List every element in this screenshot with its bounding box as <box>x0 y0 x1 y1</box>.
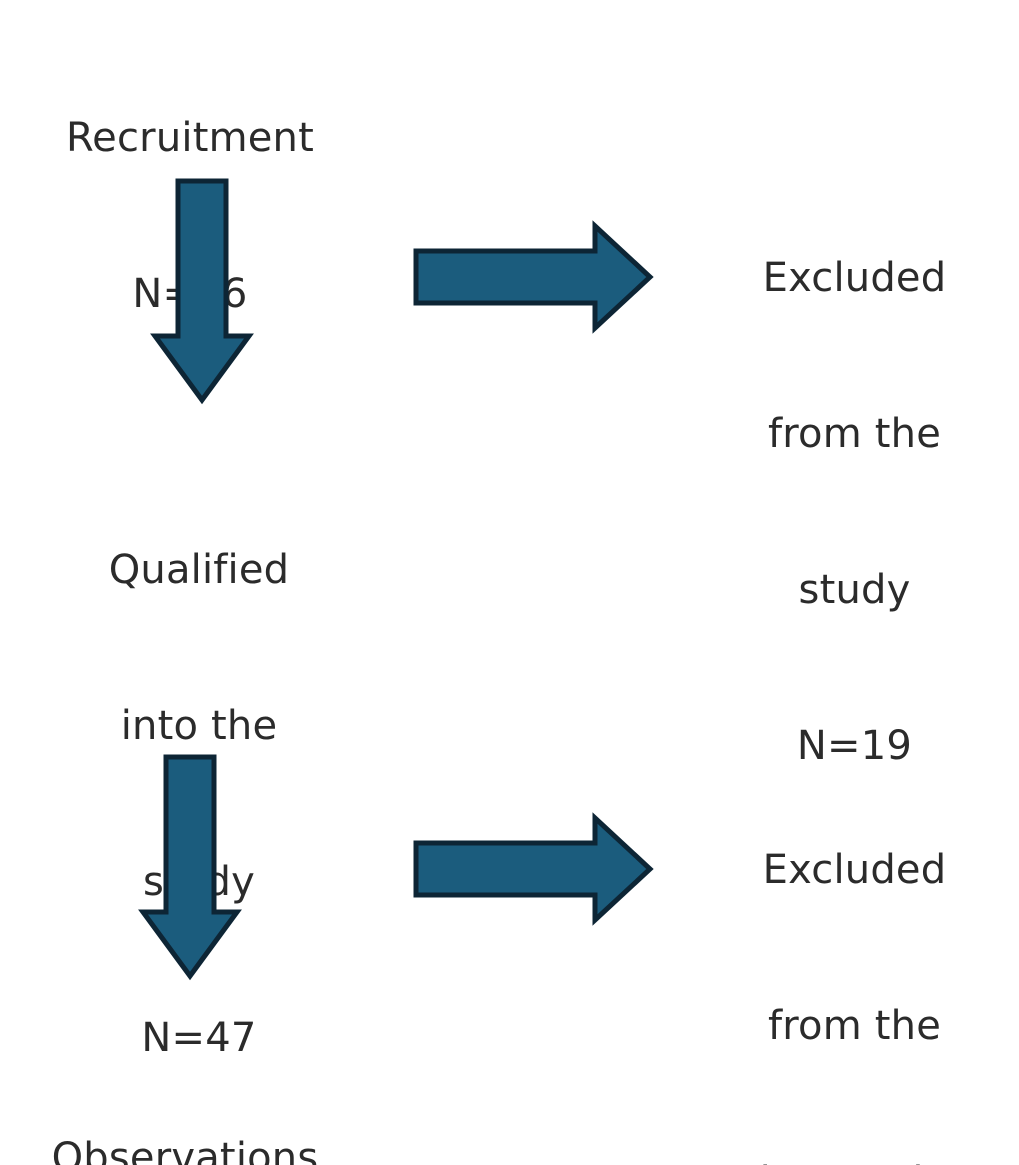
arrow-recruitment-to-qualified-down-arrow-icon <box>150 178 254 405</box>
node-excluded-observation-line-1: Excluded <box>762 847 947 893</box>
node-observations-label: Observations <box>51 1135 319 1165</box>
node-excluded-observation-line-3: observation <box>690 1156 1019 1165</box>
node-excluded-observation-line-2: from the <box>767 1003 942 1049</box>
node-excluded-study-line-3: study <box>798 567 911 613</box>
node-recruitment-label: Recruitment <box>65 115 314 161</box>
node-excluded-observation: Excluded from the observation N=1 <box>690 740 1019 1165</box>
arrow-qualified-to-observations-down-arrow-icon <box>138 754 242 981</box>
node-excluded-study: Excluded from the study N=19 <box>690 148 1019 876</box>
arrow-recruitment-to-excluded-study-right-arrow-icon <box>412 220 654 334</box>
node-excluded-study-line-2: from the <box>767 411 942 457</box>
node-qualified: Qualified into the study N=47 <box>28 440 370 1165</box>
node-excluded-study-line-1: Excluded <box>762 255 947 301</box>
node-observations: Observations N=46 <box>0 1028 370 1165</box>
node-excluded-study-count: N=19 <box>796 723 913 769</box>
node-qualified-line-1: Qualified <box>108 547 290 593</box>
node-qualified-count: N=47 <box>141 1015 257 1061</box>
node-qualified-line-2: into the <box>120 703 278 749</box>
arrow-qualified-to-excluded-observation-right-arrow-icon <box>412 812 654 926</box>
